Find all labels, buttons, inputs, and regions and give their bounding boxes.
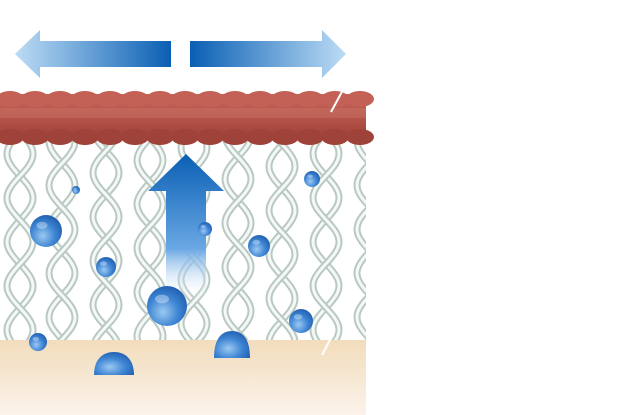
cell-bump <box>271 129 299 145</box>
droplet-highlight <box>32 336 39 341</box>
arrow-left-icon <box>15 30 171 78</box>
cell-bump <box>296 91 324 107</box>
cell-bump <box>71 91 99 107</box>
fiber-highlight <box>223 140 253 340</box>
cell-bump <box>196 129 224 145</box>
cell-bump <box>146 129 174 145</box>
cell-bump <box>0 129 24 145</box>
fiber-highlight <box>311 140 341 340</box>
cell-bump <box>96 91 124 107</box>
cell-bump <box>246 129 274 145</box>
water-droplet <box>289 309 313 333</box>
cell-bump <box>146 91 174 107</box>
cell-bump <box>221 129 249 145</box>
water-droplet <box>248 235 270 257</box>
water-droplet <box>304 171 320 187</box>
cell-bump <box>346 91 374 107</box>
fiber-highlight <box>223 140 253 340</box>
cell-bump <box>346 129 374 145</box>
fiber-network <box>3 140 366 340</box>
droplet-highlight <box>307 174 313 178</box>
arrow-up-icon <box>148 154 224 300</box>
fiber-highlight <box>355 165 366 294</box>
water-droplet <box>198 222 212 236</box>
cell-bump <box>0 91 24 107</box>
cell-bump <box>21 91 49 107</box>
cell-bump <box>46 91 74 107</box>
divider-mark-top <box>330 87 345 113</box>
droplet-highlight <box>252 239 261 245</box>
droplet-highlight <box>36 221 48 229</box>
skin-surface-cell-layer <box>0 91 374 145</box>
arrow-right-icon <box>190 30 346 78</box>
base-layer <box>0 340 366 415</box>
cell-bump <box>171 91 199 107</box>
fiber-highlight <box>5 140 35 340</box>
divider-mark-bottom <box>321 337 332 356</box>
cell-bump <box>121 91 149 107</box>
cell-bump <box>196 91 224 107</box>
fiber-highlight <box>135 140 165 340</box>
cell-bump <box>246 91 274 107</box>
droplet-highlight <box>155 294 169 304</box>
cell-bump <box>321 129 349 145</box>
cell-bump <box>21 129 49 145</box>
droplet-highlight <box>100 261 107 266</box>
droplet-highlight <box>73 187 77 190</box>
droplet-highlight <box>293 314 303 320</box>
water-droplet <box>96 257 116 277</box>
water-droplet <box>72 186 80 194</box>
fiber-highlight <box>355 140 366 338</box>
fiber-highlight <box>47 140 77 340</box>
water-droplet <box>29 333 47 351</box>
fiber-highlight <box>91 140 121 340</box>
cell-bump <box>71 129 99 145</box>
water-droplet <box>30 215 62 247</box>
cell-bump <box>321 91 349 107</box>
droplet-dome-left <box>94 352 134 375</box>
cell-bump <box>46 129 74 145</box>
fiber-highlight <box>267 140 297 340</box>
water-droplets <box>29 171 320 351</box>
droplet-dome-right <box>214 331 250 358</box>
fiber-highlight <box>267 140 297 340</box>
water-droplet <box>147 286 187 326</box>
cell-bump <box>221 91 249 107</box>
cell-bump <box>96 129 124 145</box>
cell-bump <box>271 91 299 107</box>
droplet-highlight <box>200 225 206 229</box>
cell-bump <box>296 129 324 145</box>
cell-bump <box>121 129 149 145</box>
fiber-highlight <box>91 140 121 340</box>
cell-bump <box>171 129 199 145</box>
cell-sheen <box>0 108 366 118</box>
